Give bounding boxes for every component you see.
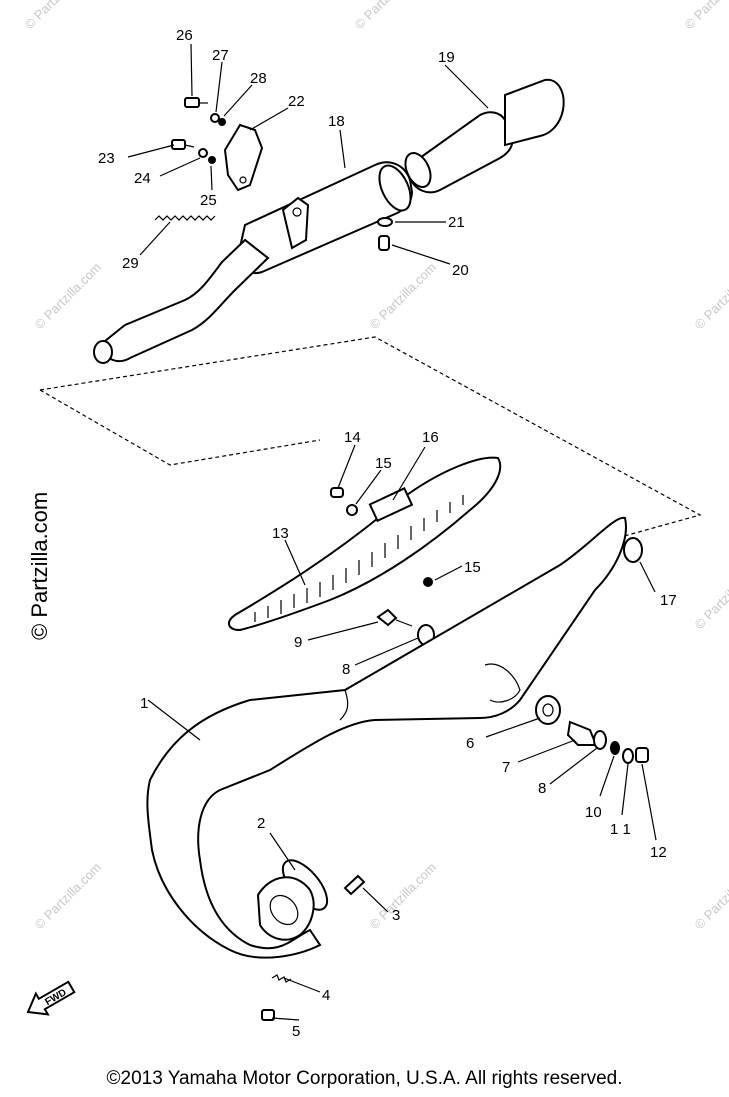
muffler-outlet bbox=[378, 164, 412, 212]
leader-lines bbox=[127, 43, 657, 1021]
spring-4 bbox=[271, 974, 292, 983]
callout-14: 14 bbox=[344, 429, 361, 446]
callout-29: 29 bbox=[122, 255, 139, 272]
washer-10 bbox=[610, 741, 620, 755]
front-pipe-inlet bbox=[93, 340, 113, 364]
callout-25: 25 bbox=[200, 192, 217, 209]
callout-20: 20 bbox=[452, 262, 469, 279]
nut-5 bbox=[261, 1009, 275, 1021]
callout-22: 22 bbox=[288, 93, 305, 110]
callout-10: 10 bbox=[585, 804, 602, 821]
callout-7: 7 bbox=[502, 759, 510, 776]
washer-15a bbox=[346, 504, 358, 516]
nut-12 bbox=[635, 747, 649, 763]
nut-28 bbox=[218, 118, 226, 126]
bolt-26 bbox=[184, 97, 200, 108]
callout-21: 21 bbox=[448, 214, 465, 231]
washer-8b bbox=[593, 730, 607, 750]
callout-4: 4 bbox=[322, 987, 330, 1004]
callout-1: 1 bbox=[140, 695, 148, 712]
spring-29 bbox=[154, 215, 216, 221]
washer-15b bbox=[423, 577, 433, 587]
front-pipe bbox=[98, 238, 270, 363]
exhaust-chamber-1 bbox=[146, 516, 627, 959]
fwd-label: FWD bbox=[43, 987, 68, 1008]
assembly-dashed-outline-2 bbox=[39, 389, 321, 466]
bracket-hole bbox=[292, 207, 302, 217]
fwd-arrow: FWD bbox=[26, 980, 76, 1016]
collar-7 bbox=[566, 720, 598, 746]
upper-muffler-assembly bbox=[93, 78, 565, 364]
heat-protector-13 bbox=[228, 456, 502, 632]
callout-8b: 8 bbox=[538, 780, 546, 797]
watermark-tile: © Partzilla.com bbox=[367, 860, 440, 933]
callout-15a: 15 bbox=[375, 455, 392, 472]
callout-6: 6 bbox=[466, 735, 474, 752]
screw-20 bbox=[378, 235, 390, 251]
bracket-22 bbox=[223, 123, 264, 192]
bolt-23 bbox=[171, 139, 186, 150]
watermark-tile: © Partzilla.com bbox=[32, 860, 105, 933]
watermark-tile: © Partzilla.com bbox=[682, 0, 729, 32]
callout-labels: 26 27 28 22 23 24 25 29 18 19 21 20 14 1… bbox=[98, 27, 677, 1040]
silencer-19 bbox=[409, 111, 514, 194]
chamber-tab bbox=[484, 663, 521, 703]
callout-24: 24 bbox=[134, 170, 151, 187]
o-ring-17 bbox=[623, 537, 643, 563]
callout-16: 16 bbox=[422, 429, 439, 446]
callout-19: 19 bbox=[438, 49, 455, 66]
washer-11 bbox=[622, 748, 634, 764]
assembly-dashed-outline bbox=[39, 336, 702, 541]
washer-21 bbox=[377, 217, 393, 227]
muffler-bracket bbox=[281, 196, 310, 250]
copyright-notice: ©2013 Yamaha Motor Corporation, U.S.A. A… bbox=[106, 1068, 623, 1089]
watermark-tile: © Partzilla.com bbox=[692, 260, 729, 333]
callout-3: 3 bbox=[392, 907, 400, 924]
stud-3 bbox=[343, 874, 366, 896]
watermark-tile: © Partzilla.com bbox=[22, 0, 95, 32]
callout-12: 12 bbox=[650, 844, 667, 861]
callout-17: 17 bbox=[660, 592, 677, 609]
callout-2: 2 bbox=[257, 815, 265, 832]
screw-14 bbox=[330, 487, 344, 498]
callout-18: 18 bbox=[328, 113, 345, 130]
callout-8a: 8 bbox=[342, 661, 350, 678]
washer-24 bbox=[198, 148, 208, 158]
damper-6 bbox=[535, 695, 561, 725]
label-plate-16 bbox=[368, 487, 414, 523]
callout-5: 5 bbox=[292, 1023, 300, 1040]
callout-11: 1 1 bbox=[610, 821, 631, 838]
watermark-tile: © Partzilla.com bbox=[367, 260, 440, 333]
lower-chamber-assembly bbox=[146, 456, 649, 1021]
watermark-tile: © Partzilla.com bbox=[692, 560, 729, 633]
watermark-tile: © Partzilla.com bbox=[352, 0, 425, 32]
chamber-seam bbox=[339, 689, 349, 721]
callout-28: 28 bbox=[250, 70, 267, 87]
watermark-tile: © Partzilla.com bbox=[32, 260, 105, 333]
heat-protector-slots bbox=[254, 495, 464, 622]
exhaust-flange bbox=[256, 876, 315, 941]
washer-27 bbox=[210, 113, 220, 123]
bracket-22-hole bbox=[239, 176, 247, 184]
callout-27: 27 bbox=[212, 47, 229, 64]
side-watermark: © Partzilla.com bbox=[27, 492, 52, 640]
nut-25 bbox=[208, 156, 216, 164]
callout-26: 26 bbox=[176, 27, 193, 44]
callout-9: 9 bbox=[294, 634, 302, 651]
callout-13: 13 bbox=[272, 525, 289, 542]
bolt-9 bbox=[376, 608, 398, 627]
callout-23: 23 bbox=[98, 150, 115, 167]
watermark-tile: © Partzilla.com bbox=[692, 860, 729, 933]
silencer-end-cap bbox=[504, 78, 565, 147]
callout-15b: 15 bbox=[464, 559, 481, 576]
